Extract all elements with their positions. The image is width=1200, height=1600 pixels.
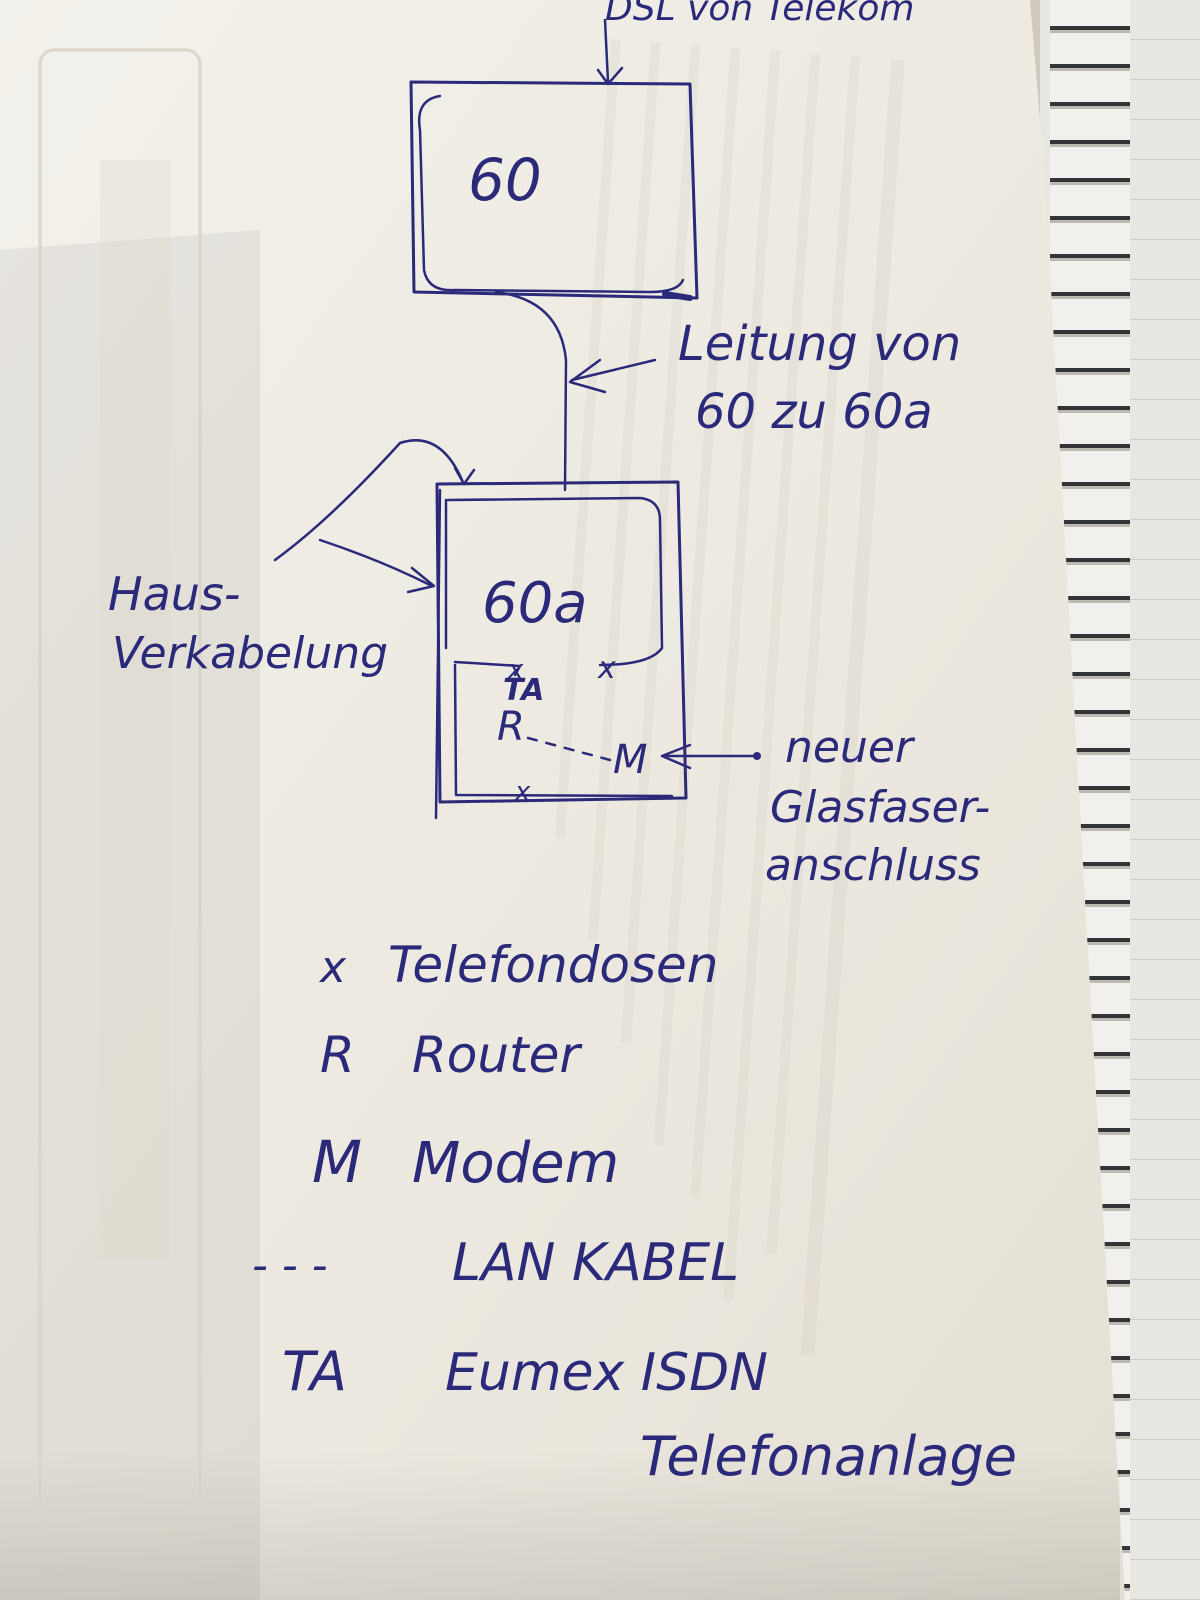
fiber-label-line1: neuer <box>785 722 916 773</box>
legend-item-lan-kabel: - - - LAN KABEL <box>252 1233 739 1293</box>
legend-continuation: Telefonanlage <box>640 1425 1017 1488</box>
inner-router-label: R <box>497 704 525 750</box>
dsl-label: DSL von Telekom <box>605 0 914 29</box>
cable-label-arrow <box>568 358 657 394</box>
legend-item-ta: TA Eumex ISDN Telefonanlage <box>282 1340 1017 1488</box>
inner-socket-1: x <box>597 651 616 686</box>
building-60-box: 60 <box>409 80 699 301</box>
legend-text: LAN KABEL <box>452 1233 739 1293</box>
house-label-line1: Haus- <box>108 567 241 621</box>
cable-60-to-60a <box>494 290 568 492</box>
lan-cable-dashes <box>526 736 612 762</box>
inner-socket-3: x <box>514 777 531 807</box>
legend-text: Eumex ISDN <box>445 1343 768 1403</box>
legend-text: Modem <box>412 1131 619 1196</box>
house-label-line2: Verkabelung <box>112 628 388 679</box>
legend-item-telefondosen: x Telefondosen <box>318 936 719 994</box>
legend-text: Router <box>412 1026 583 1084</box>
legend-symbol: x <box>318 942 347 993</box>
box-60a-label: 60a <box>482 571 588 636</box>
notebook-ruled-lines <box>1130 0 1200 1600</box>
legend-symbol: R <box>320 1026 355 1084</box>
cable-label-line1: Leitung von <box>678 316 961 372</box>
cable-label-line2: 60 zu 60a <box>695 384 933 440</box>
legend-symbol: - - - <box>252 1240 328 1291</box>
legend-item-router: R Router <box>320 1026 583 1084</box>
legend-symbol: M <box>312 1128 362 1196</box>
legend-symbol: TA <box>282 1340 347 1403</box>
inner-socket-2: x <box>507 655 524 685</box>
fiber-arrow <box>660 743 761 770</box>
legend-item-modem: M Modem <box>312 1128 619 1196</box>
legend-text: Telefondosen <box>388 936 719 994</box>
inner-modem-label: M <box>613 737 648 783</box>
box-60-label: 60 <box>468 146 542 214</box>
dsl-arrow <box>596 18 624 86</box>
fiber-label-line2: Glasfaser- <box>770 782 990 833</box>
fiber-label-line3: anschluss <box>765 840 981 891</box>
building-60a-box: 60a TA R M x x x <box>434 480 688 820</box>
house-wiring-arrows <box>273 439 476 594</box>
legend: x Telefondosen R Router M Modem - - - LA… <box>252 936 1017 1488</box>
inner-ta-label: TA <box>503 673 544 708</box>
